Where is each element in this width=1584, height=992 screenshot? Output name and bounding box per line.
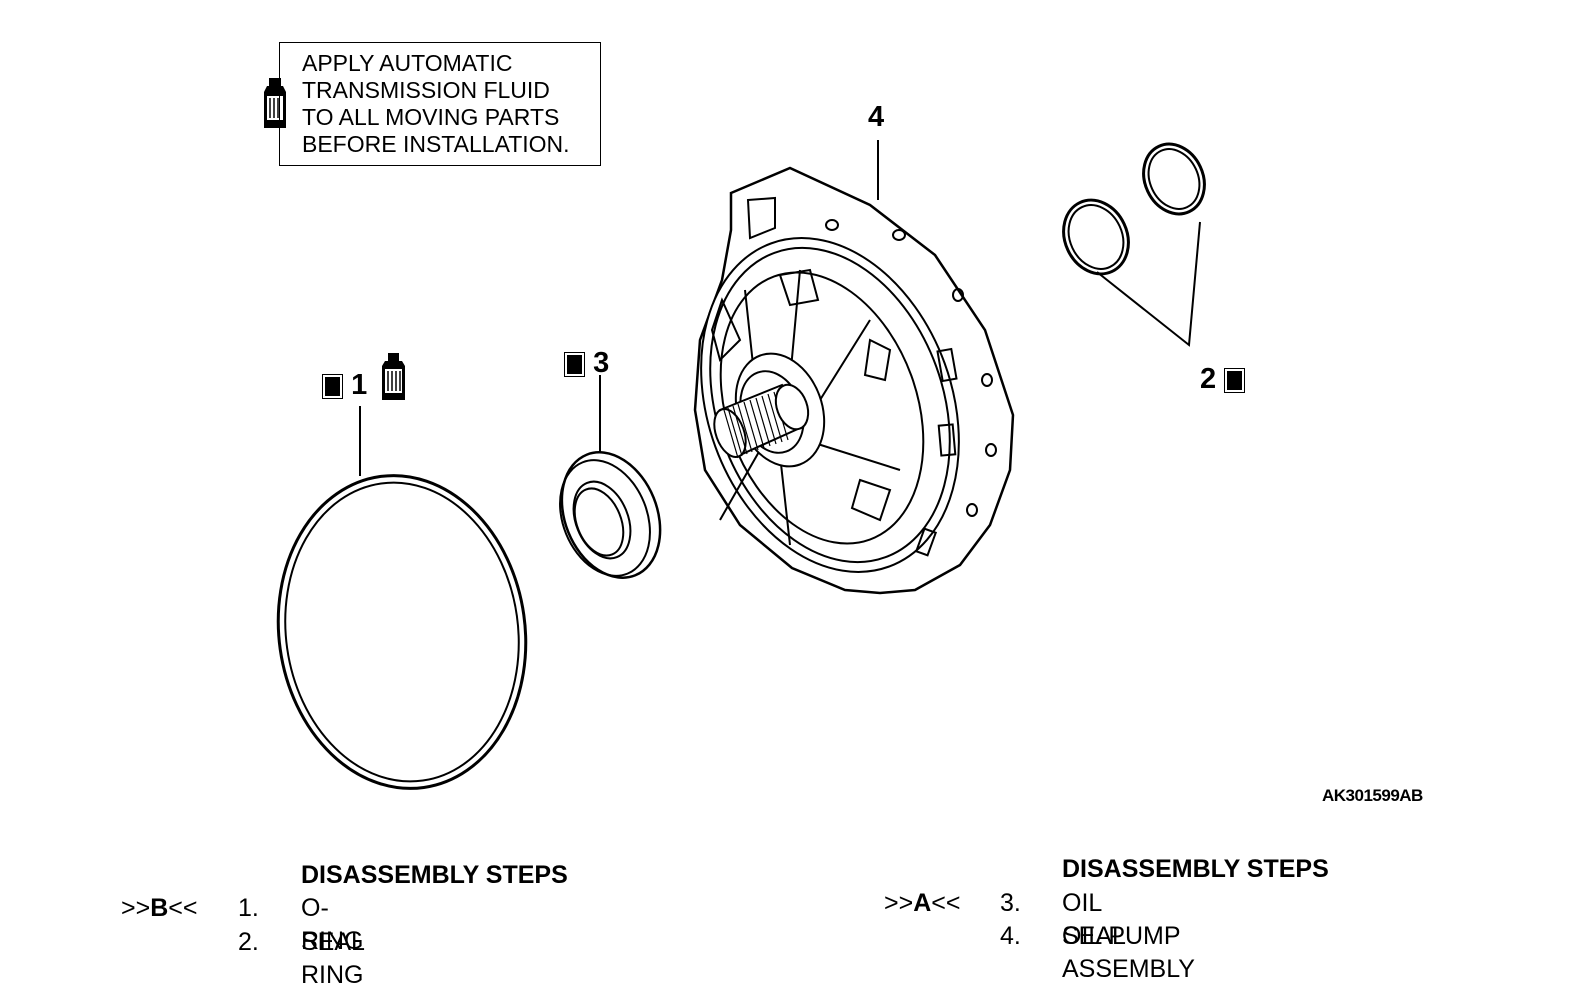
callout-3-number: 3 xyxy=(593,347,610,379)
o-ring-part xyxy=(276,474,528,790)
oil-seal-part xyxy=(559,451,662,579)
note-line: TRANSMISSION FLUID xyxy=(302,77,550,103)
atf-bottle-icon xyxy=(382,353,405,400)
steps-heading: DISASSEMBLY STEPS xyxy=(1062,855,1329,883)
atf-note-box: APPLY AUTOMATIC TRANSMISSION FLUID TO AL… xyxy=(279,42,601,166)
marker-letter: A xyxy=(913,889,932,917)
seal-ring-parts xyxy=(1062,142,1206,276)
note-line: BEFORE INSTALLATION. xyxy=(302,131,570,157)
callout-1-number: 1 xyxy=(351,369,368,401)
marker-suffix: << xyxy=(931,889,961,917)
step-number: 1. xyxy=(238,894,259,922)
note-line: APPLY AUTOMATIC xyxy=(302,50,513,76)
callout-2-number: 2 xyxy=(1200,363,1217,395)
step-name: SEAL RING xyxy=(301,928,365,989)
procedure-marker: >>A<< xyxy=(884,887,960,920)
leader-line-2 xyxy=(1096,221,1201,347)
marker-prefix: >> xyxy=(884,889,914,917)
callout-1: N 1 xyxy=(322,371,367,400)
new-part-symbol: N xyxy=(322,373,343,399)
step-number: 3. xyxy=(1000,889,1021,917)
step-name: O-RING xyxy=(301,894,364,955)
step-number: 2. xyxy=(238,928,259,956)
step-number: 4. xyxy=(1000,922,1021,950)
marker-suffix: << xyxy=(168,894,198,922)
callout-4: 4 xyxy=(868,101,885,133)
marker-letter: B xyxy=(150,894,169,922)
new-part-symbol: N xyxy=(1224,367,1246,393)
step-name: OIL SEAL xyxy=(1062,889,1126,950)
marker-prefix: >> xyxy=(121,894,151,922)
oil-pump-assembly-part xyxy=(693,166,1015,595)
step-name: OIL PUMP ASSEMBLY xyxy=(1062,922,1195,983)
figure-id: AK301599AB xyxy=(1322,786,1423,805)
steps-heading: DISASSEMBLY STEPS xyxy=(301,861,568,889)
callout-2: 2 N xyxy=(1200,363,1246,395)
procedure-marker: >>B<< xyxy=(121,892,197,925)
note-line: TO ALL MOVING PARTS xyxy=(302,104,560,130)
new-part-symbol: N xyxy=(564,351,585,377)
callout-3: N 3 xyxy=(564,349,609,378)
